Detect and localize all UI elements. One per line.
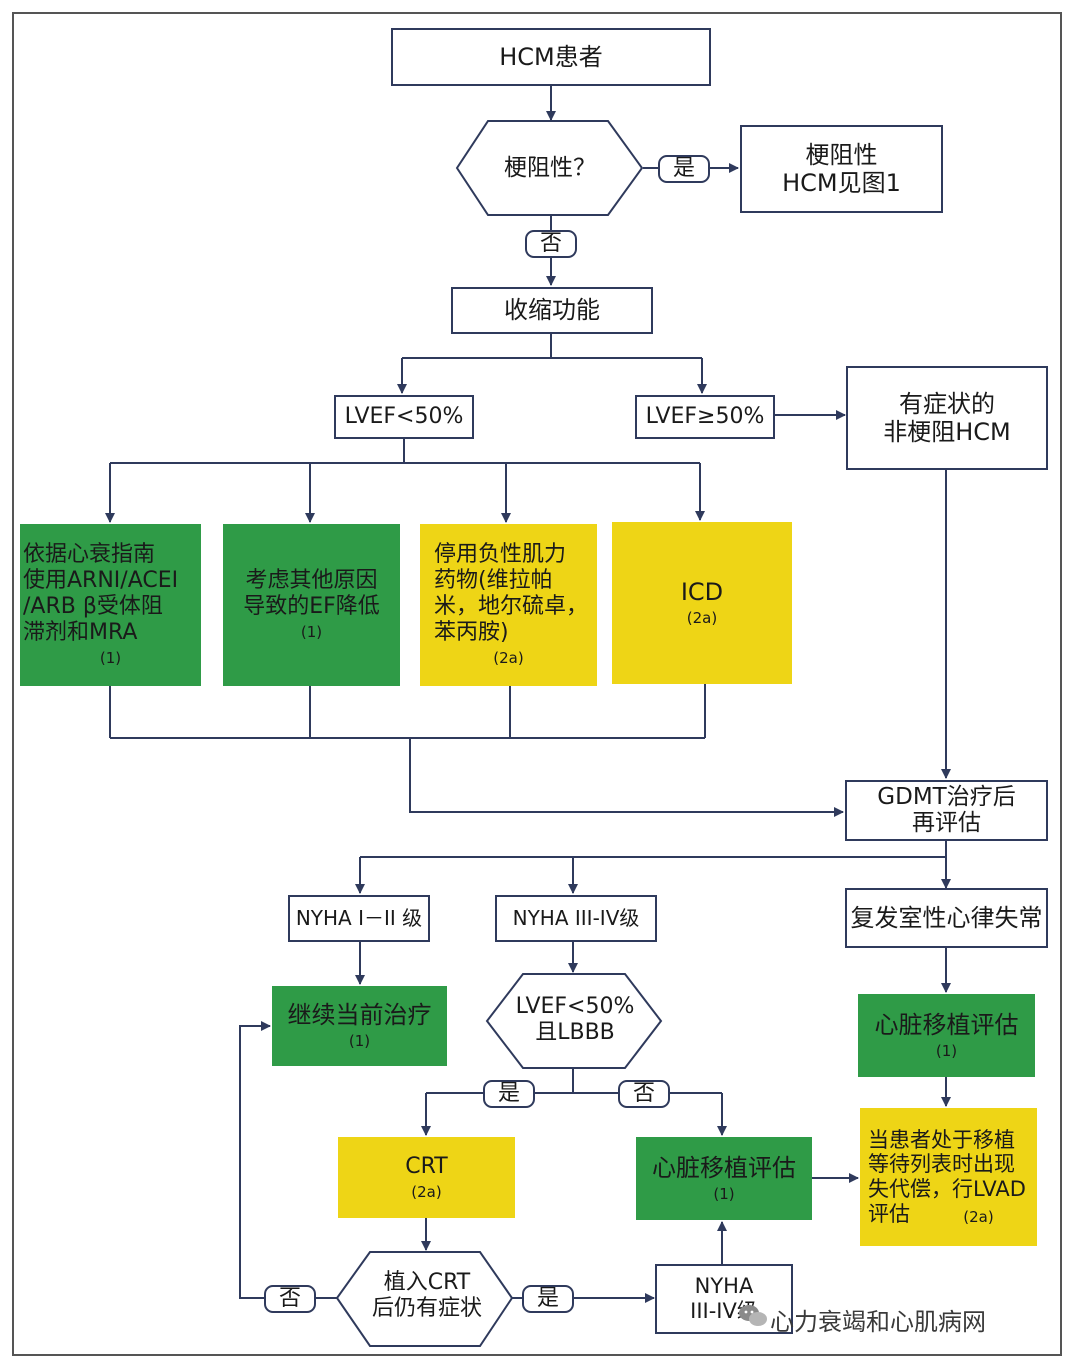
node-transplant-right-text: 心脏移植评估	[874, 1010, 1019, 1039]
node-stop-inotropes-level: (2a)	[493, 649, 524, 668]
node-stop-inotropes-text: 停用负性肌力 药物(维拉帕 米，地尔硫卓， 苯丙胺)	[434, 542, 589, 646]
label-no-obstructive: 否	[525, 230, 577, 258]
node-icd-level: (2a)	[686, 609, 718, 628]
node-hf-guideline: 依据心衰指南 使用ARNI/ACEI /ARB β受体阻 滞剂和MRA (1)	[20, 524, 201, 686]
node-continue-level: (1)	[348, 1032, 371, 1051]
node-obstructive-ref-text: 梗阻性 HCM见图1	[782, 140, 901, 197]
node-gdmt-reassess: GDMT治疗后 再评估	[845, 780, 1048, 841]
decision-obstructive-shape	[455, 120, 644, 216]
node-icd-text: ICD	[680, 578, 724, 606]
label-no-crt: 否	[264, 1285, 316, 1313]
node-lvad-eval: 当患者处于移植 等待列表时出现 失代偿，行LVAD 评估 (2a)	[860, 1108, 1037, 1246]
node-lvef-low: LVEF<50%	[334, 395, 474, 439]
node-nyha12-text: NYHA I－II 级	[295, 905, 423, 930]
node-transplant-mid-level: (1)	[713, 1184, 735, 1203]
node-nyha-3-4: NYHA III-IV级	[495, 895, 657, 942]
node-systolic-text: 收缩功能	[504, 296, 600, 325]
node-icd: ICD (2a)	[612, 522, 792, 684]
decision-lvef-lbbb: LVEF<50% 且LBBB	[515, 994, 635, 1046]
wechat-icon	[739, 1305, 767, 1326]
label-yes-obstructive: 是	[658, 155, 710, 183]
node-continue-text: 继续当前治疗	[287, 1001, 432, 1029]
node-symptomatic-nonobstructive: 有症状的 非梗阻HCM	[846, 366, 1048, 470]
node-lvef-high: LVEF≥50%	[635, 395, 775, 439]
node-transplant-right-level: (1)	[935, 1041, 958, 1060]
node-lvad-text: 当患者处于移植 等待列表时出现 失代偿，行LVAD 评估	[868, 1127, 1026, 1226]
node-continue-treatment: 继续当前治疗 (1)	[272, 986, 447, 1066]
decision-obstructive: 梗阻性？	[504, 155, 596, 181]
label-yes-lbbb: 是	[483, 1080, 535, 1108]
node-transplant-eval-right: 心脏移植评估 (1)	[858, 994, 1035, 1077]
node-nyha34-text: NYHA III-IV级	[512, 905, 640, 930]
edge-collect-to-gdmt	[409, 738, 844, 817]
node-symptomatic-text: 有症状的 非梗阻HCM	[883, 389, 1011, 446]
node-obstructive-ref: 梗阻性 HCM见图1	[740, 125, 943, 213]
node-hcm-patients: HCM患者	[391, 28, 711, 86]
node-crt: CRT (2a)	[338, 1137, 515, 1218]
node-recurrent-va: 复发室性心律失常	[845, 888, 1048, 948]
label-no-lbbb: 否	[618, 1080, 670, 1108]
node-transplant-mid-text: 心脏移植评估	[652, 1153, 796, 1182]
node-hcm-text: HCM患者	[499, 42, 603, 71]
decision-crt-symptom: 植入CRT 后仍有症状	[371, 1270, 482, 1322]
node-lvad-level: (2a)	[963, 1207, 994, 1226]
node-nyha-3-4-bottom: NYHA III-IV级	[655, 1264, 793, 1334]
node-crt-text: CRT	[405, 1153, 448, 1179]
diagram-frame	[12, 12, 1062, 1356]
node-hf-guideline-level: (1)	[99, 649, 122, 668]
node-other-causes-level: (1)	[300, 623, 323, 642]
node-hf-guideline-text: 依据心衰指南 使用ARNI/ACEI /ARB β受体阻 滞剂和MRA	[23, 542, 179, 646]
node-gdmt-text: GDMT治疗后 再评估	[877, 784, 1016, 836]
node-crt-level: (2a)	[411, 1182, 442, 1201]
label-yes-crt: 是	[522, 1285, 574, 1313]
node-transplant-eval-mid: 心脏移植评估 (1)	[636, 1137, 812, 1220]
node-other-causes: 考虑其他原因 导致的EF降低 (1)	[223, 524, 400, 686]
node-systolic-function: 收缩功能	[451, 287, 653, 334]
node-lvef-low-text: LVEF<50%	[344, 404, 464, 430]
node-stop-inotropes: 停用负性肌力 药物(维拉帕 米，地尔硫卓， 苯丙胺) (2a)	[420, 524, 597, 686]
node-lvef-high-text: LVEF≥50%	[645, 404, 765, 430]
node-recurrent-va-text: 复发室性心律失常	[850, 903, 1043, 932]
node-other-causes-text: 考虑其他原因 导致的EF降低	[243, 568, 380, 620]
decision-lvef-lbbb-shape	[485, 973, 663, 1069]
watermark: 心力衰竭和心肌病网	[770, 1308, 986, 1336]
decision-crt-symptom-shape	[335, 1251, 514, 1347]
edge-symptomq-no	[239, 1021, 337, 1299]
node-nyha-1-2: NYHA I－II 级	[288, 895, 430, 942]
